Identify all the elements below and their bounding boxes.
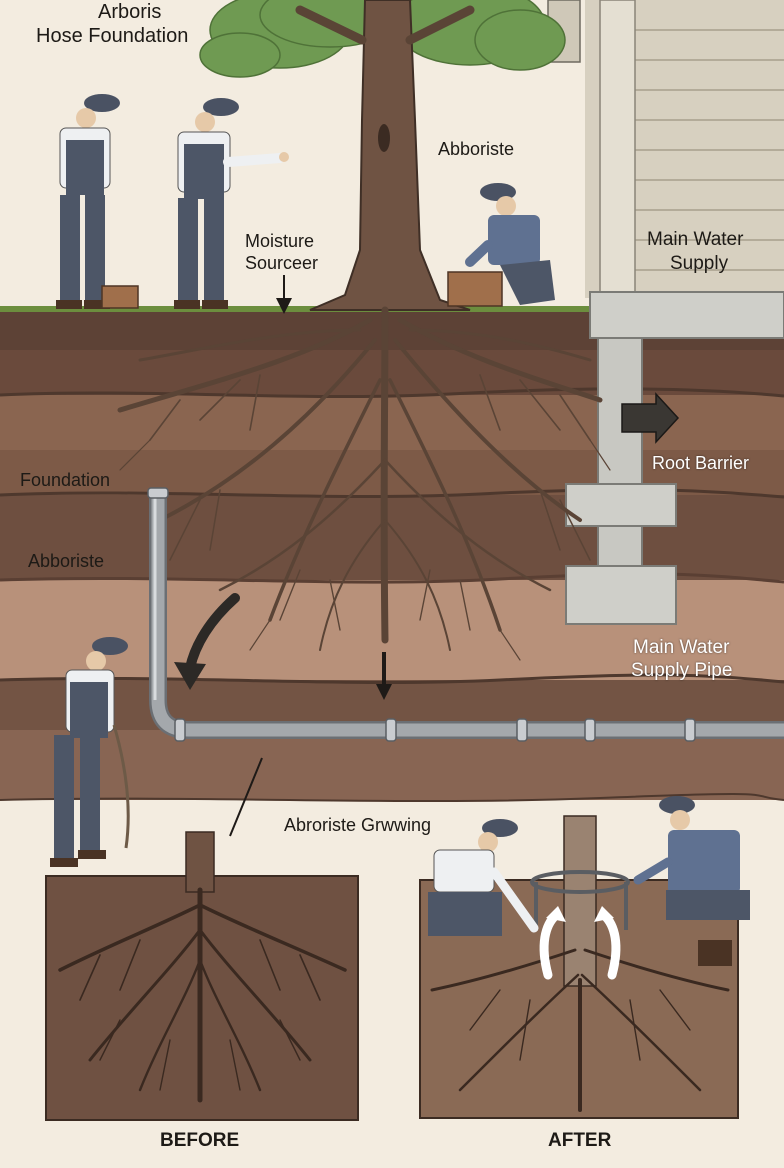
panel-label-after: AFTER	[548, 1130, 612, 1151]
label-main-water-supply-pipe-line-1: Main Water	[633, 637, 730, 658]
label-moisture-source-line-2: Sourceer	[245, 253, 319, 273]
house-icon	[547, 0, 784, 625]
label-main-water-supply-pipe-line-2: Supply Pipe	[631, 660, 733, 681]
crate-icon	[101, 271, 503, 309]
label-arborist-growing: Abroriste Grwwing	[284, 815, 432, 835]
title-line-2: Hose Foundation	[36, 25, 189, 47]
label-foundation: Foundation	[20, 470, 111, 490]
label-main-water-supply-line-2: Supply	[670, 253, 729, 274]
pipe-icon	[147, 487, 784, 742]
curved-arrow-icon	[185, 593, 240, 673]
tree-icon	[199, 0, 566, 311]
title-line-1: Arboris	[98, 1, 162, 23]
root-barrier-frame-icon	[530, 870, 630, 930]
label-arborist-mid: Abboriste	[28, 551, 105, 571]
worker-icon	[50, 94, 555, 867]
arrows	[174, 275, 392, 837]
soil-layers	[0, 310, 784, 803]
label-main-water-supply-line-1: Main Water	[647, 229, 744, 250]
panel-label-before: BEFORE	[160, 1130, 240, 1151]
after-panel	[419, 796, 750, 1119]
label-moisture-source-line-1: Moisture	[245, 231, 315, 251]
before-panel	[45, 831, 359, 1121]
main-roots	[117, 306, 611, 661]
label-arborist-top: Abboriste	[438, 139, 515, 159]
growing-pointer	[229, 757, 263, 837]
root-barrier-arrow-icon	[621, 392, 680, 444]
label-root-barrier: Root Barrier	[652, 453, 750, 473]
